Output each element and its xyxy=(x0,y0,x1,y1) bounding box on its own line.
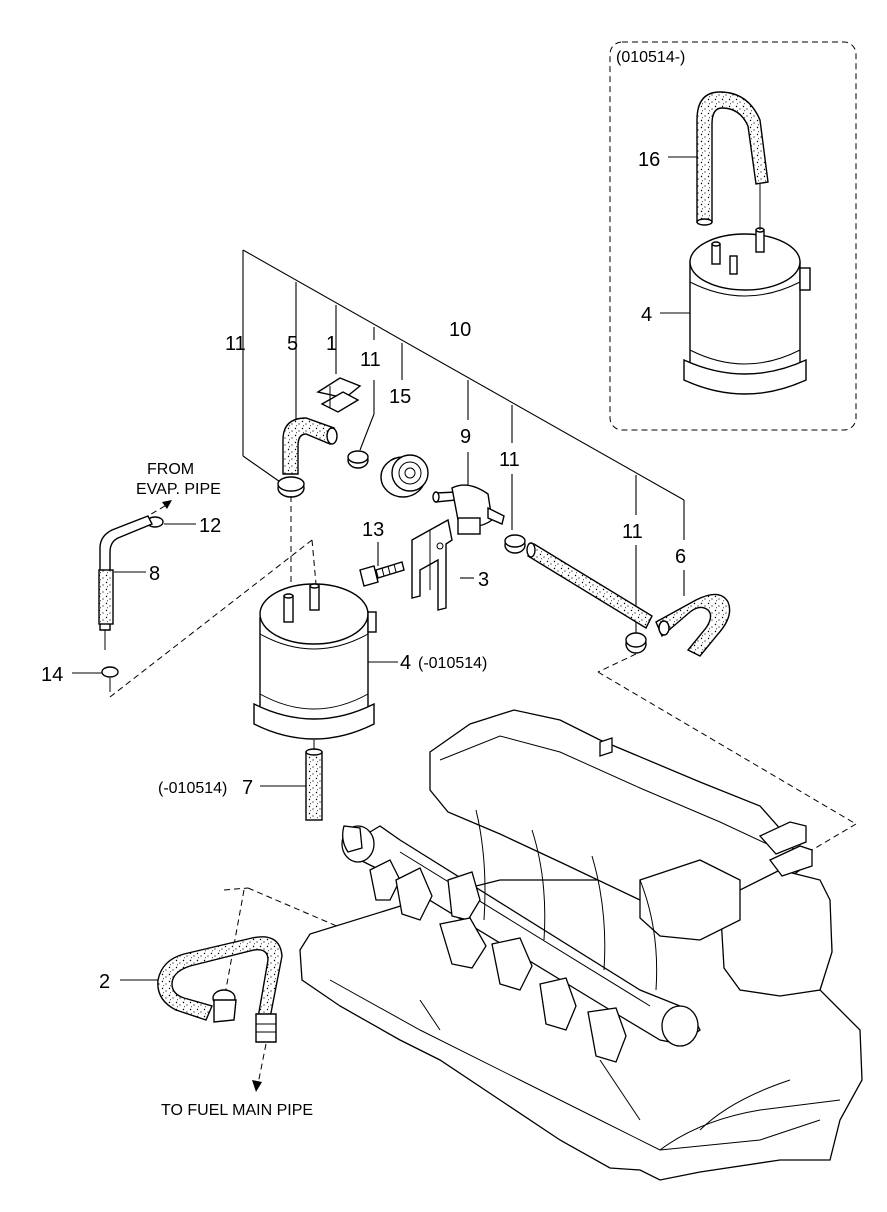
part-2-hose: 2 xyxy=(99,936,283,1043)
part-3-bracket: 3 xyxy=(411,518,489,611)
callout-8: 8 xyxy=(149,563,160,585)
callout-4-inset: 4 xyxy=(641,304,652,326)
callout-13: 13 xyxy=(362,519,384,541)
callout-5: 5 xyxy=(287,333,298,355)
callout-11-d: 11 xyxy=(622,521,643,543)
part-6-hose xyxy=(526,542,731,657)
inset-box: (010514-) xyxy=(609,41,857,431)
part-11-clamp-b xyxy=(347,450,369,469)
part-11-clamp-a xyxy=(277,476,305,498)
part-4-canister: 4 (-010514) xyxy=(253,583,487,740)
callout-3: 3 xyxy=(478,569,489,591)
part-7-hose: (-010514) 7 xyxy=(158,740,323,821)
from-evap-line2: EVAP. PIPE xyxy=(136,481,221,498)
part-15-filter xyxy=(380,454,429,498)
part-14-clamp: 14 xyxy=(41,664,119,692)
inset-label: (010514-) xyxy=(616,49,685,66)
part-5-hose xyxy=(282,417,338,475)
callout-12: 12 xyxy=(199,515,221,537)
callout-9: 9 xyxy=(460,426,471,448)
callout-7: 7 xyxy=(242,777,253,799)
callout-4-main-note: (-010514) xyxy=(418,655,487,672)
callout-11-b: 11 xyxy=(360,349,381,371)
to-fuel-main-annotation: TO FUEL MAIN PIPE xyxy=(161,1043,313,1119)
callout-16: 16 xyxy=(638,149,660,171)
callout-1: 1 xyxy=(326,333,337,355)
callout-6: 6 xyxy=(675,546,686,568)
to-fuel-main-label: TO FUEL MAIN PIPE xyxy=(161,1102,313,1119)
callout-14: 14 xyxy=(41,664,63,686)
routing-dashed-lines xyxy=(109,496,857,1001)
inset-hose-16 xyxy=(696,91,769,226)
leader-bracket xyxy=(242,249,685,636)
callout-10: 10 xyxy=(449,319,471,341)
callout-11-c: 11 xyxy=(499,449,520,471)
callout-11-a: 11 xyxy=(225,333,246,355)
part-11-clamp-c xyxy=(504,534,526,554)
inset-callout-4: 4 xyxy=(641,304,690,326)
callout-15: 15 xyxy=(389,386,411,408)
inset-canister-4 xyxy=(683,184,811,395)
engine-assembly xyxy=(299,709,863,1181)
part-1-clip xyxy=(316,377,362,413)
inset-callout-16: 16 xyxy=(638,149,698,171)
callout-2: 2 xyxy=(99,971,110,993)
callout-7-note: (-010514) xyxy=(158,780,227,797)
part-11-clamp-d xyxy=(625,632,647,654)
part-8-pipe: 8 xyxy=(98,515,160,650)
callout-4-main: 4 xyxy=(400,652,411,674)
from-evap-annotation: FROM EVAP. PIPE xyxy=(133,461,221,525)
from-evap-line1: FROM xyxy=(147,461,194,478)
part-12-clamp: 12 xyxy=(146,515,221,537)
part-9-valve xyxy=(432,484,505,535)
part-13-bolt: 13 xyxy=(359,519,405,587)
